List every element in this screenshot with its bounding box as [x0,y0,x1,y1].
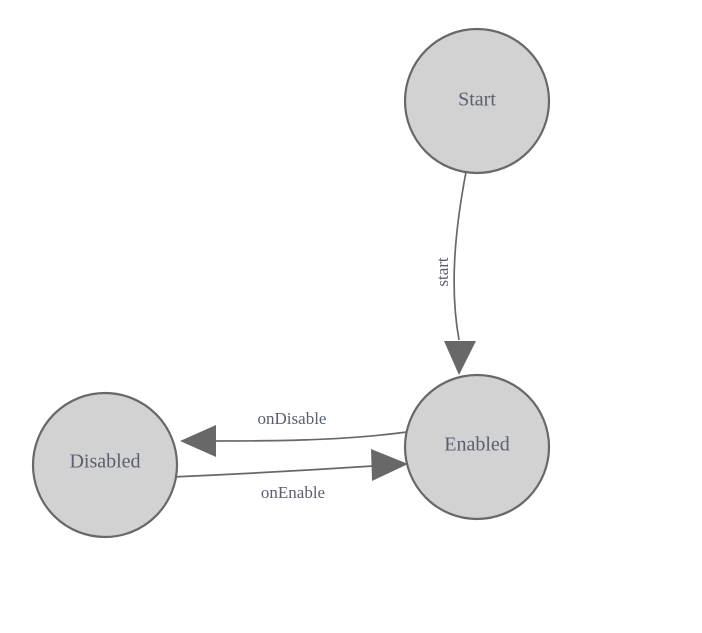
edge-start-to-enabled[interactable] [444,171,476,375]
node-disabled-label: Disabled [69,451,140,473]
node-start[interactable]: Start [403,27,551,175]
edge-enabled-to-disabled[interactable] [180,425,408,457]
node-disabled-circle [31,391,179,539]
node-enabled-circle [403,373,551,521]
edge-disabled-to-enabled[interactable] [171,449,408,481]
edge-label-on-disable: onDisable [258,409,327,428]
node-enabled[interactable]: Enabled [403,373,551,521]
edge-label-on-enable: onEnable [261,483,325,502]
edge-start-to-enabled-path [453,171,467,341]
node-enabled-label: Enabled [444,434,510,456]
edge-label-start: start [433,257,452,287]
edge-disabled-to-enabled-arrowhead [371,449,408,481]
edge-start-to-enabled-arrowhead [444,341,476,375]
node-disabled[interactable]: Disabled [31,391,179,539]
node-start-circle [403,27,551,175]
edge-enabled-to-disabled-path [212,431,408,442]
edge-disabled-to-enabled-path [171,465,374,478]
edge-enabled-to-disabled-arrowhead [180,425,216,457]
node-start-label: Start [458,89,496,111]
